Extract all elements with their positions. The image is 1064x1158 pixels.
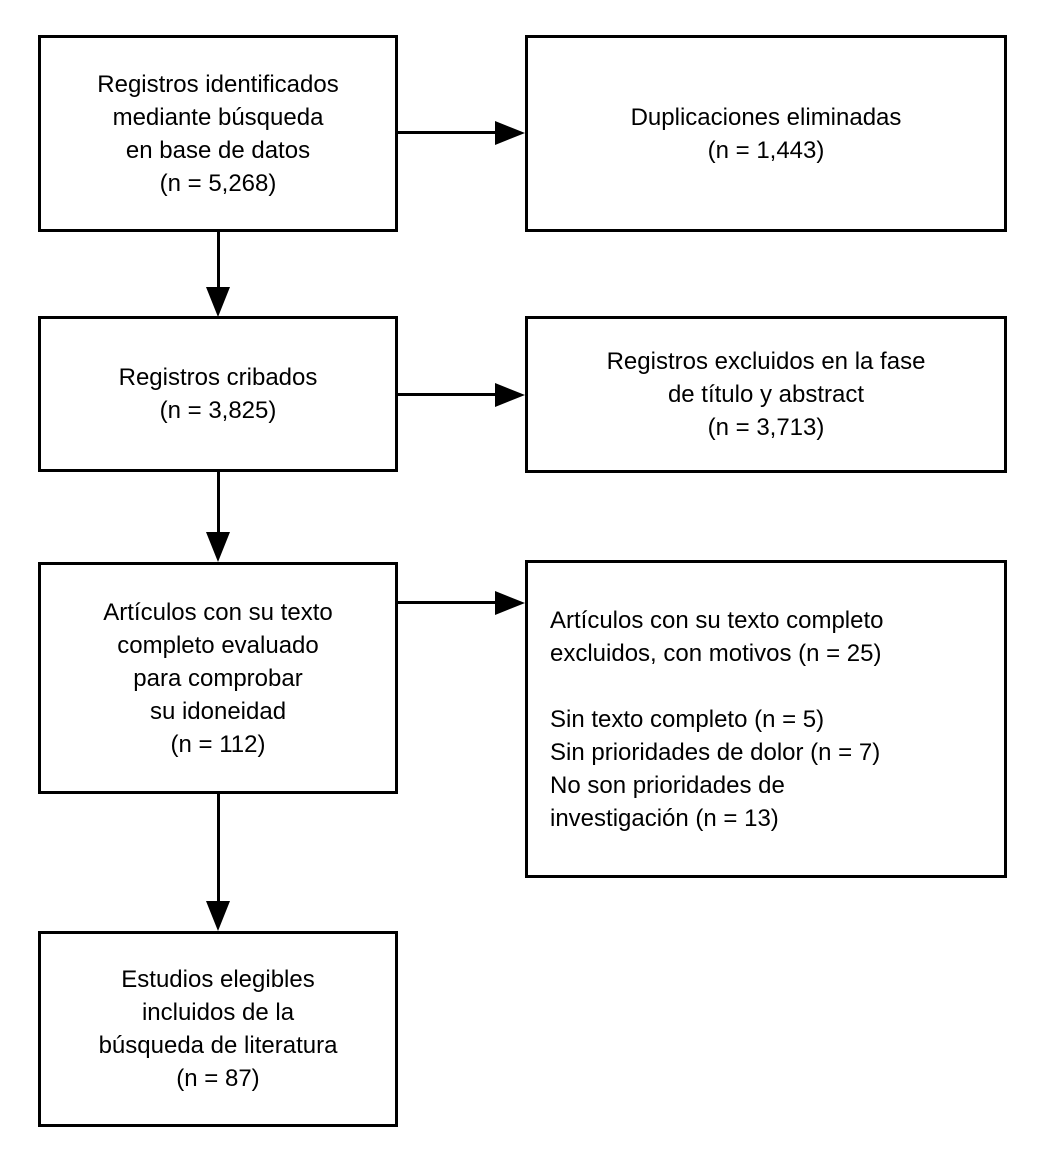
box-fulltext-assessed: Artículos con su texto completo evaluado… <box>38 562 398 794</box>
box-duplicates-removed-label: Duplicaciones eliminadas (n = 1,443) <box>630 103 902 164</box>
box-records-identified-label: Registros identificados mediante búsqued… <box>97 70 339 197</box>
box-studies-included-label: Estudios elegibles incluidos de la búsqu… <box>98 966 338 1092</box>
arrow-screened-to-excluded-head <box>495 383 525 407</box>
box-records-screened: Registros cribados (n = 3,825) <box>38 316 398 472</box>
box-studies-included: Estudios elegibles incluidos de la búsqu… <box>38 931 398 1127</box>
arrow-fulltext-to-included-head <box>206 901 230 931</box>
box-duplicates-removed: Duplicaciones eliminadas (n = 1,443) <box>525 35 1007 232</box>
arrow-fulltext-to-excluded-head <box>495 591 525 615</box>
box-fulltext-excluded-label: Artículos con su texto completo excluido… <box>550 606 884 832</box>
arrow-identified-to-duplicates-head <box>495 121 525 145</box>
arrow-identified-to-screened-line <box>217 232 220 289</box>
arrow-screened-to-excluded-line <box>398 393 500 396</box>
arrow-fulltext-to-excluded-line <box>398 601 500 604</box>
arrow-screened-to-fulltext-head <box>206 532 230 562</box>
box-records-screened-label: Registros cribados (n = 3,825) <box>118 364 318 424</box>
box-excluded-title-abstract: Registros excluidos en la fase de título… <box>525 316 1007 473</box>
arrow-fulltext-to-included-line <box>217 794 220 903</box>
arrow-identified-to-duplicates-line <box>398 131 500 134</box>
box-records-identified: Registros identificados mediante búsqued… <box>38 35 398 232</box>
box-excluded-title-abstract-label: Registros excluidos en la fase de título… <box>606 348 926 441</box>
arrow-screened-to-fulltext-line <box>217 472 220 534</box>
box-fulltext-excluded: Artículos con su texto completo excluido… <box>525 560 1007 878</box>
arrow-identified-to-screened-head <box>206 287 230 317</box>
box-fulltext-assessed-label: Artículos con su texto completo evaluado… <box>103 598 333 758</box>
